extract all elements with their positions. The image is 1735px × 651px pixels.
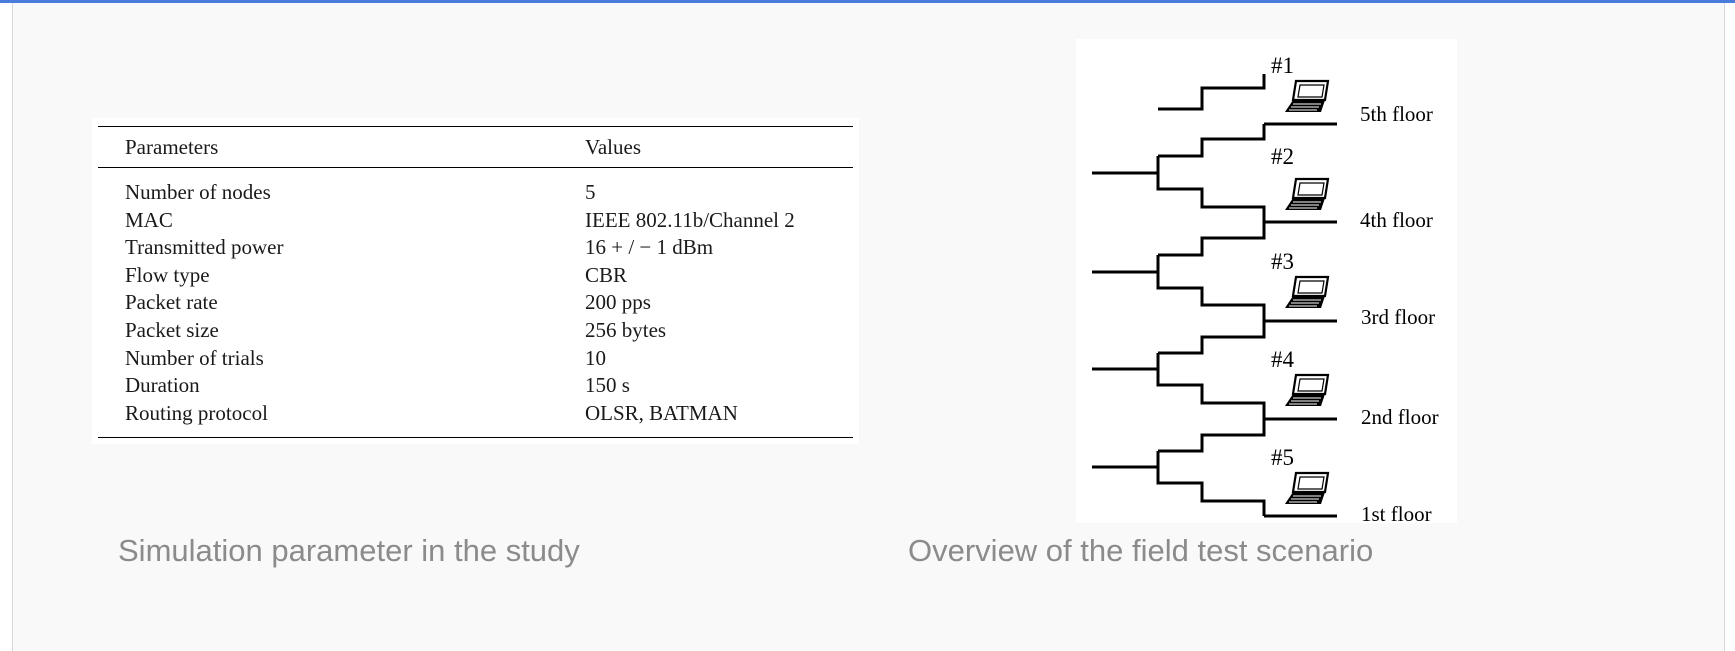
top-accent-bar xyxy=(0,0,1735,3)
floor-node-1: #1 5th floor xyxy=(1158,53,1433,126)
laptop-icon xyxy=(1283,177,1330,212)
table-cell-value: 16 + / − 1 dBm xyxy=(585,235,714,260)
laptop-icon xyxy=(1283,373,1330,408)
wiring-line xyxy=(1158,321,1266,355)
table-cell-parameter: Duration xyxy=(125,373,200,398)
table-cell-parameter: Transmitted power xyxy=(125,235,284,260)
table-cell-value: 10 xyxy=(585,345,606,370)
table-row: Packet size 256 bytes xyxy=(98,317,853,345)
node-label: #3 xyxy=(1271,249,1294,274)
table-row: Number of nodes 5 xyxy=(98,168,853,207)
table-cell-value: 256 bytes xyxy=(585,317,667,342)
floor-node-3: #3 3rd floor xyxy=(1092,222,1435,329)
laptop-icon xyxy=(1283,79,1330,114)
wiring-line xyxy=(1158,222,1266,257)
table-caption: Simulation parameter in the study xyxy=(118,533,580,568)
wiring-line xyxy=(1092,367,1266,419)
table-row: Routing protocol OLSR, BATMAN xyxy=(98,399,853,439)
table-cell-parameter: Number of trials xyxy=(125,345,264,370)
table-cell-value: 5 xyxy=(585,180,596,204)
laptop-icon xyxy=(1283,471,1330,506)
floor-label: 5th floor xyxy=(1360,102,1433,126)
table-cell-parameter: MAC xyxy=(125,207,173,232)
wiring-line xyxy=(1092,171,1266,222)
table-row: Flow type CBR xyxy=(98,262,853,290)
node-label: #4 xyxy=(1271,347,1295,372)
table-header-row: Parameters Values xyxy=(98,126,853,168)
floor-label: 3rd floor xyxy=(1361,305,1435,329)
floor-label: 2nd floor xyxy=(1361,405,1439,429)
table-cell-parameter: Number of nodes xyxy=(125,180,271,204)
parameter-table-figure: Parameters Values Number of nodes 5 MAC … xyxy=(92,118,859,444)
floor-node-4: #4 2nd floor xyxy=(1092,321,1439,429)
table-cell-value: OLSR, BATMAN xyxy=(585,399,853,439)
laptop-icon xyxy=(1283,275,1330,310)
table-cell-parameter: Routing protocol xyxy=(98,399,585,439)
table-cell-value: CBR xyxy=(585,262,628,287)
floor-label: 1st floor xyxy=(1361,502,1432,523)
node-label: #2 xyxy=(1271,144,1294,169)
diagram-caption: Overview of the field test scenario xyxy=(908,533,1374,568)
field-test-diagram-figure: #1 5th floor #2 4th floor #3 3rd floor xyxy=(1076,39,1457,526)
field-test-diagram: #1 5th floor #2 4th floor #3 3rd floor xyxy=(1092,53,1439,526)
wiring-line xyxy=(1158,124,1266,158)
table-cell-parameter: Packet size xyxy=(125,317,219,342)
table-cell-value: 200 pps xyxy=(585,290,651,315)
table-row: Packet rate 200 pps xyxy=(98,289,853,317)
table-row: Transmitted power 16 + / − 1 dBm xyxy=(98,234,853,262)
wiring-line xyxy=(1092,465,1266,516)
wiring-line xyxy=(1158,419,1266,453)
table-row: Duration 150 s xyxy=(98,372,853,400)
table-row: Number of trials 10 xyxy=(98,345,853,373)
table-cell-value: 150 s xyxy=(585,373,630,398)
node-label: #1 xyxy=(1271,53,1294,78)
node-label: #5 xyxy=(1271,445,1294,470)
wiring-line xyxy=(1092,270,1266,321)
table-cell-parameter: Packet rate xyxy=(125,290,218,315)
table-cell-parameter: Flow type xyxy=(125,262,210,287)
table-row: MAC IEEE 802.11b/Channel 2 xyxy=(98,207,853,235)
table-cell-value: IEEE 802.11b/Channel 2 xyxy=(585,207,795,232)
floor-label: 4th floor xyxy=(1360,208,1433,232)
floor-node-5: #5 1st floor xyxy=(1092,419,1432,526)
floor-node-2: #2 4th floor xyxy=(1092,124,1433,232)
table-header-values: Values xyxy=(585,135,641,159)
table-header-parameters: Parameters xyxy=(125,135,219,159)
wiring-line xyxy=(1158,74,1266,111)
parameter-table: Parameters Values Number of nodes 5 MAC … xyxy=(98,126,853,439)
